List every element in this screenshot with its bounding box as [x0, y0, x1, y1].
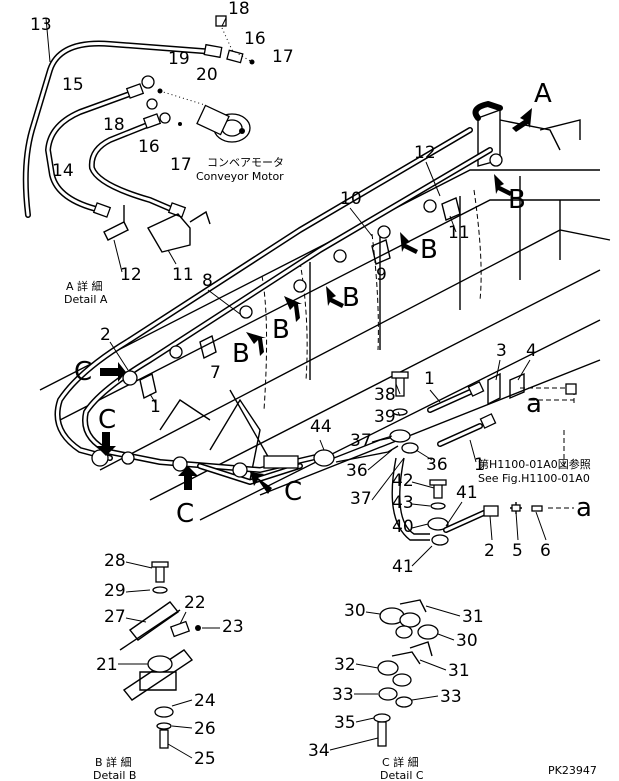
label-16-top: 16 [244, 29, 266, 49]
conveyor-frame [39, 109, 611, 521]
label-1-top: 1 [424, 369, 435, 389]
label-34: 34 [308, 741, 330, 761]
detail-a-hoses [22, 15, 255, 253]
label-25: 25 [194, 749, 216, 769]
view-letter-c-3: C [176, 499, 194, 529]
fitting-cluster [389, 371, 577, 546]
label-11-detail-a: 11 [172, 265, 194, 285]
label-9: 9 [376, 265, 387, 285]
label-33-left: 33 [332, 685, 354, 705]
label-44: 44 [310, 417, 332, 437]
label-24: 24 [194, 691, 216, 711]
label-31-top: 31 [462, 607, 484, 627]
detail-c-caption-jp: C 詳 細 [382, 755, 419, 769]
label-5: 5 [512, 541, 523, 561]
view-letter-c-2: C [98, 405, 116, 435]
label-6: 6 [540, 541, 551, 561]
label-10: 10 [340, 189, 362, 209]
label-13: 13 [30, 15, 52, 35]
label-43: 43 [392, 493, 414, 513]
label-7: 7 [210, 363, 221, 383]
label-42: 42 [392, 471, 414, 491]
label-17-mid: 17 [170, 155, 192, 175]
label-39: 39 [374, 407, 396, 427]
label-30-right: 30 [456, 631, 478, 651]
view-letter-b-3: B [342, 283, 360, 313]
label-17-top: 17 [272, 47, 294, 67]
label-8: 8 [202, 271, 213, 291]
label-14: 14 [52, 161, 74, 181]
label-1-right: 1 [474, 455, 485, 475]
view-letter-c-1: C [74, 357, 92, 387]
detail-c-caption-en: Detail C [380, 769, 424, 781]
label-28: 28 [104, 551, 126, 571]
label-18-mid: 18 [103, 115, 125, 135]
view-letter-a: A [534, 79, 552, 109]
label-18-top: 18 [228, 0, 250, 19]
label-21: 21 [96, 655, 118, 675]
view-letter-b-2: B [420, 235, 438, 265]
label-33-right: 33 [440, 687, 462, 707]
label-27: 27 [104, 607, 126, 627]
label-16-mid: 16 [138, 137, 160, 157]
conveyor-motor-jp: コンベアモータ [207, 156, 284, 169]
view-letter-c-4: C [284, 477, 302, 507]
view-letter-b-5: B [232, 339, 250, 369]
reference-a-bottom: a [576, 493, 592, 523]
label-31-mid: 31 [448, 661, 470, 681]
detail-b-caption-jp: B 詳 細 [95, 755, 132, 769]
see-fig-jp: 第H1100-01A0図参照 [478, 457, 591, 471]
label-2-right: 2 [484, 541, 495, 561]
detail-c-assembly [373, 599, 439, 747]
label-35: 35 [334, 713, 356, 733]
detail-a-caption-jp: A 詳 細 [66, 279, 103, 293]
label-11-main: 11 [448, 223, 470, 243]
label-32: 32 [334, 655, 356, 675]
label-2-main: 2 [100, 325, 111, 345]
label-3: 3 [496, 341, 507, 361]
detail-b-assembly [119, 561, 201, 749]
label-30-left: 30 [344, 601, 366, 621]
label-40: 40 [392, 517, 414, 537]
detail-b-caption-en: Detail B [93, 769, 136, 781]
detail-a-caption-en: Detail A [64, 293, 108, 306]
conveyor-motor-en: Conveyor Motor [196, 170, 284, 183]
label-20: 20 [196, 65, 218, 85]
label-41-top: 41 [456, 483, 478, 503]
figure-code: PK23947 [548, 764, 597, 777]
see-fig-en: See Fig.H1100-01A0 [478, 472, 590, 485]
label-37-top: 37 [350, 431, 372, 451]
label-23: 23 [222, 617, 244, 637]
label-41-bottom: 41 [392, 557, 414, 577]
label-29: 29 [104, 581, 126, 601]
view-letter-b-1: B [508, 185, 526, 215]
label-26: 26 [194, 719, 216, 739]
label-4: 4 [526, 341, 537, 361]
view-letter-b-4: B [272, 315, 290, 345]
label-12-detail-a: 12 [120, 265, 142, 285]
label-15: 15 [62, 75, 84, 95]
view-arrows [96, 108, 532, 494]
label-38: 38 [374, 385, 396, 405]
label-1-main: 1 [150, 397, 161, 417]
conveyor-motor [196, 104, 251, 143]
label-19: 19 [168, 49, 190, 69]
label-36-left: 36 [346, 461, 368, 481]
label-12-main: 12 [414, 143, 436, 163]
label-37-bottom: 37 [350, 489, 372, 509]
reference-a-top: a [526, 389, 542, 419]
label-22: 22 [184, 593, 206, 613]
